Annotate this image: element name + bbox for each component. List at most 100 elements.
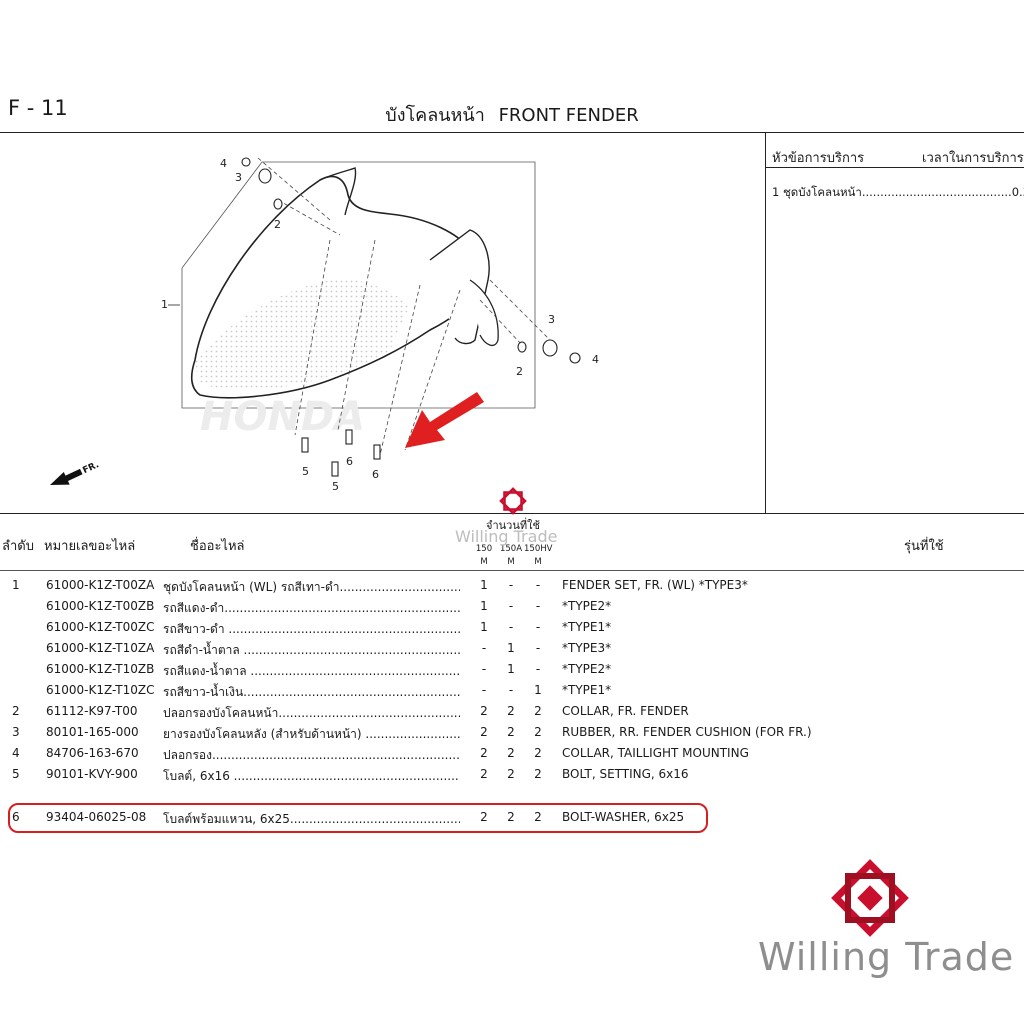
row-name-th: ชุดบังโคลนหน้า (WL) รถสีเทา-ดำ..........…: [163, 580, 460, 594]
row-qty3: -: [535, 662, 541, 676]
row-qty3: 1: [534, 683, 542, 697]
brand-logo-icon: [831, 859, 909, 937]
row-qty1: 1: [480, 620, 488, 634]
qty-col3-suffix: M: [534, 557, 542, 567]
svg-text:4: 4: [220, 157, 227, 170]
table-row: 61000-K1Z-T10ZB รถสีแดง-น้ำตาล .........…: [0, 662, 1024, 682]
svg-text:FR.: FR.: [81, 460, 100, 476]
row-name-th: รถสีขาว-ดำ .............................…: [163, 622, 460, 636]
table-header-rule: [0, 570, 1024, 571]
column-header-qty: จำนวนที่ใช้: [486, 519, 540, 532]
row-name-en: COLLAR, TAILLIGHT MOUNTING: [562, 746, 749, 760]
table-row: 5 90101-KVY-900 โบลต์, 6x16 ............…: [0, 767, 1024, 787]
qty-col2-model: 150A: [499, 544, 523, 554]
row-no: 2: [12, 704, 20, 718]
row-qty1: -: [481, 641, 487, 655]
row-highlight-outline: [8, 803, 708, 833]
row-qty2: 1: [507, 662, 515, 676]
row-name-en: BOLT, SETTING, 6x16: [562, 767, 689, 781]
row-name-th: ยางรองบังโคลนหลัง (สำหรับด้านหน้า) .....…: [163, 727, 460, 741]
page-title-english: FRONT FENDER: [498, 105, 639, 126]
row-qty3: 2: [534, 704, 542, 718]
svg-text:4: 4: [592, 353, 599, 366]
table-row: 4 84706-163-670 ปลอกรอง.................…: [0, 746, 1024, 766]
svg-text:3: 3: [235, 171, 242, 184]
row-no: 1: [12, 578, 20, 592]
row-name-th: ปลอกรองบังโคลนหน้า......................…: [163, 706, 460, 720]
column-header-name: ชื่ออะไหล่: [190, 539, 245, 554]
table-row-highlighted: 6 93404-06025-08 โบลต์พร้อมแหวน, 6x25...…: [0, 810, 1024, 830]
row-qty2: 2: [507, 810, 515, 824]
row-qty1: 2: [480, 704, 488, 718]
row-name-en: *TYPE2*: [562, 662, 612, 676]
service-time-header: เวลาในการบริการ: [922, 151, 1024, 166]
row-name-en: *TYPE2*: [562, 599, 612, 613]
table-row: 3 80101-165-000 ยางรองบังโคลนหลัง (สำหรั…: [0, 725, 1024, 745]
row-qty2: 2: [507, 725, 515, 739]
row-name-th: รถสีดำ-น้ำตาล ..........................…: [163, 643, 460, 657]
row-qty1: 2: [480, 810, 488, 824]
brand-name: Willing Trade: [758, 935, 1015, 979]
row-name-en: *TYPE1*: [562, 620, 612, 634]
page-title-thai: บังโคลนหน้า: [385, 105, 485, 126]
svg-text:2: 2: [274, 218, 281, 231]
row-qty2: 2: [507, 704, 515, 718]
row-qty1: 2: [480, 767, 488, 781]
row-qty3: -: [535, 578, 541, 592]
qty-col1-suffix: M: [480, 557, 488, 567]
table-row: 61000-K1Z-T00ZC รถสีขาว-ดำ .............…: [0, 620, 1024, 640]
diagram-frame-top: [181, 161, 536, 409]
table-row: 61000-K1Z-T10ZC รถสีขาว-น้ำเงิน.........…: [0, 683, 1024, 703]
row-part-no: 61000-K1Z-T00ZB: [46, 599, 155, 613]
qty-col3-model: 150HV: [524, 544, 553, 554]
row-name-th: รถสีแดง-น้ำตาล .........................…: [163, 664, 460, 678]
row-name-en: FENDER SET, FR. (WL) *TYPE3*: [562, 578, 748, 592]
svg-text:6: 6: [372, 468, 379, 481]
row-no: 4: [12, 746, 20, 760]
fender-tail: [469, 279, 499, 347]
row-qty3: -: [535, 599, 541, 613]
svg-text:5: 5: [332, 480, 339, 493]
table-row: 2 61112-K97-T00 ปลอกรองบังโคลนหน้า......…: [0, 704, 1024, 724]
row-part-no: 80101-165-000: [46, 725, 139, 739]
row-qty1: -: [481, 662, 487, 676]
row-part-no: 61000-K1Z-T10ZC: [46, 683, 155, 697]
row-qty2: 1: [507, 641, 515, 655]
row-name-th: ปลอกรอง.................................…: [163, 748, 460, 762]
row-qty2: 2: [507, 746, 515, 760]
watermark-text: Willing Trade: [455, 527, 558, 546]
row-qty1: 2: [480, 725, 488, 739]
row-part-no: 90101-KVY-900: [46, 767, 138, 781]
table-row: 61000-K1Z-T00ZB รถสีแดง-ดำ..............…: [0, 599, 1024, 619]
fr-arrow-icon: FR.: [50, 460, 101, 485]
row-name-en: COLLAR, FR. FENDER: [562, 704, 689, 718]
svg-text:1: 1: [161, 298, 168, 311]
row-qty2: -: [508, 578, 514, 592]
honda-watermark: HONDA: [200, 394, 365, 440]
top-rule: [0, 132, 1024, 133]
exploded-diagram: HONDA 4 3 2 1 3 2 4 5 5 6: [50, 157, 599, 493]
row-qty1: 1: [480, 599, 488, 613]
row-qty2: -: [508, 599, 514, 613]
svg-text:6: 6: [346, 455, 353, 468]
svg-text:5: 5: [302, 465, 309, 478]
row-qty2: -: [508, 683, 514, 697]
row-name-th: รถสีแดง-ดำ..............................…: [163, 601, 460, 615]
red-arrow-icon: [405, 392, 484, 448]
row-name-th: โบลต์พร้อมแหวน, 6x25....................…: [163, 812, 460, 826]
service-divider: [765, 132, 766, 513]
svg-text:3: 3: [548, 313, 555, 326]
row-no: 5: [12, 767, 20, 781]
row-name-en: RUBBER, RR. FENDER CUSHION (FOR FR.): [562, 725, 812, 739]
table-row: 1 61000-K1Z-T00ZA ชุดบังโคลนหน้า (WL) รถ…: [0, 578, 1024, 598]
column-header-no: ลำดับ: [2, 539, 34, 554]
fender-decal: [195, 279, 410, 391]
row-qty2: -: [508, 620, 514, 634]
row-qty1: 1: [480, 578, 488, 592]
callouts: 4 3 2 1 3 2 4 5 5 6 6: [161, 157, 599, 493]
row-part-no: 93404-06025-08: [46, 810, 147, 824]
row-part-no: 61000-K1Z-T00ZC: [46, 620, 155, 634]
service-topic-header: หัวข้อการบริการ: [772, 151, 865, 166]
watermark-logo-icon: [499, 487, 527, 515]
qty-col2-suffix: M: [507, 557, 515, 567]
